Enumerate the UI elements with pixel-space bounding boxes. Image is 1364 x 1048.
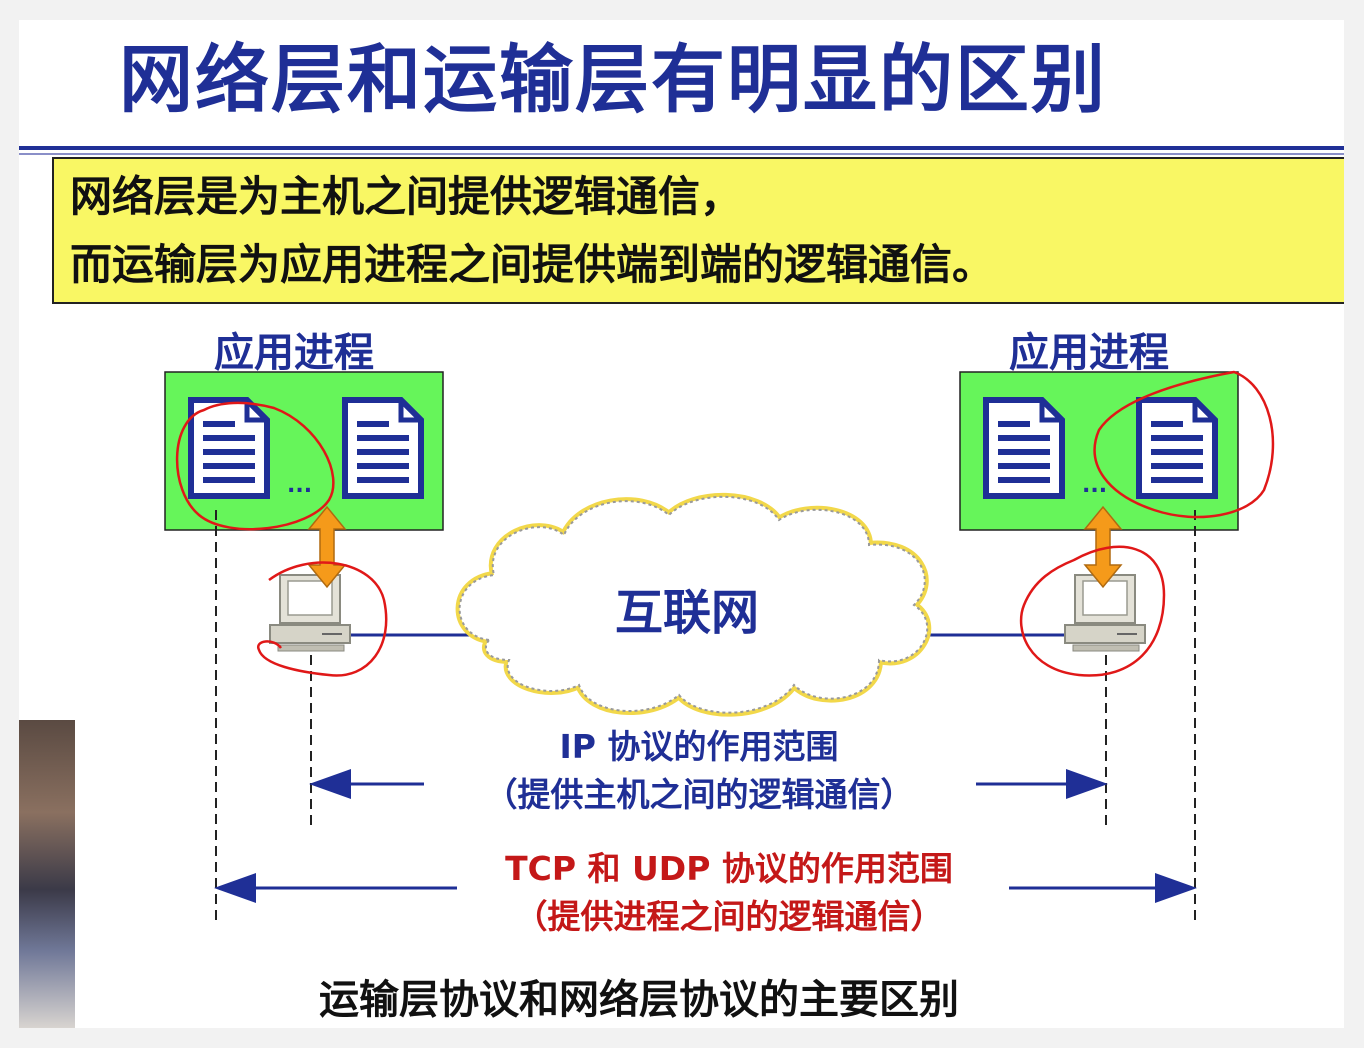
document-icon <box>983 397 1065 499</box>
right-process-label: 应用进程 <box>1009 330 1169 376</box>
ip-scope-title: IP 协议的作用范围 <box>559 727 839 766</box>
tcp-scope-title: TCP 和 UDP 协议的作用范围 <box>505 849 953 888</box>
ellipsis-left: ... <box>287 473 312 498</box>
annotation-circle-left-host <box>257 561 388 677</box>
document-icon <box>188 397 270 499</box>
annotation-circle-left-doc <box>175 401 335 531</box>
slide-title: 网络层和运输层有明显的区别 <box>119 37 1107 123</box>
webcam-overlay <box>19 720 75 1028</box>
title-rule-secondary <box>19 153 1344 155</box>
summary-line-2: 而运输层为应用进程之间提供端到端的逻辑通信。 <box>70 240 995 289</box>
cloud-icon <box>455 492 932 717</box>
summary-line-1: 网络层是为主机之间提供逻辑通信， <box>70 172 743 221</box>
document-icon <box>342 397 424 499</box>
left-process-label: 应用进程 <box>214 330 374 376</box>
ip-scope-desc: （提供主机之间的逻辑通信） <box>484 775 914 814</box>
internet-label: 互联网 <box>615 585 760 641</box>
annotation-circle-right-doc <box>1093 370 1275 519</box>
double-arrow-icon <box>1083 505 1123 589</box>
title-rule <box>19 146 1344 150</box>
summary-box: 网络层是为主机之间提供逻辑通信， 而运输层为应用进程之间提供端到端的逻辑通信。 <box>52 157 1344 304</box>
computer-icon <box>1064 574 1146 652</box>
tcp-scope-desc: （提供进程之间的逻辑通信） <box>514 897 944 936</box>
slide-caption: 运输层协议和网络层协议的主要区别 <box>319 977 959 1023</box>
annotation-circles <box>175 370 1275 677</box>
diagram: ... ... <box>164 370 1275 920</box>
annotation-circle-right-host <box>1019 545 1166 677</box>
slide: 网络层和运输层有明显的区别 网络层是为主机之间提供逻辑通信， 而运输层为应用进程… <box>19 20 1344 1028</box>
computer-icon <box>269 574 351 652</box>
document-icon <box>1136 397 1218 499</box>
